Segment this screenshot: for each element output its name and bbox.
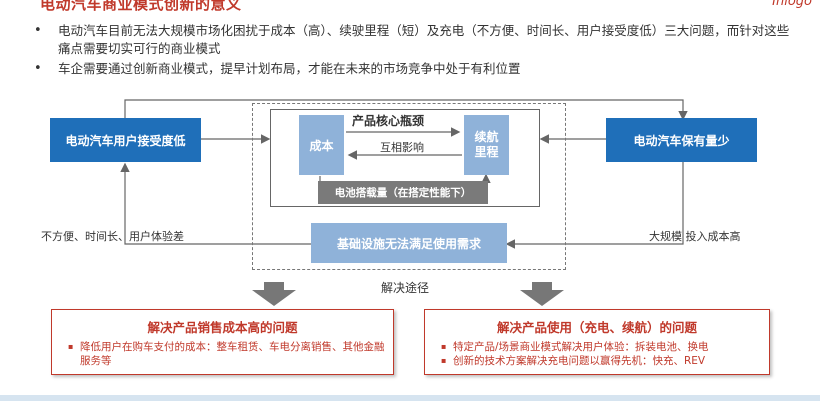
right-to-infra-line [505,162,684,249]
panel-title: 解决产品销售成本高的问题 [147,320,298,335]
battery-capacity-box: 电池搭载量（在搭定性能下） [318,181,488,204]
investment-cost-label: 大规模 投入成本高 [649,230,741,243]
panel-list-item: 降低用户在购车支付的成本：整车租赁、车电分离销售、其他金融服务等 [68,340,393,368]
usage-panel: 解决产品使用（充电、续航）的问题 特定产品/场景商业模式解决用户体验：拆装电池、… [424,309,770,375]
down-arrow-icon [252,282,296,306]
loop-top-line [124,99,688,121]
core-title: 产品核心瓶颈 [352,114,425,128]
core-inner-frame [270,109,540,207]
bullet-list: 电动汽车目前无法大规模市场化困扰于成本（高）、续驶里程（短）及充电（不方便、时间… [32,22,792,78]
infra-to-left-line [120,162,312,245]
mutual-influence-label: 互相影响 [380,141,424,154]
sales-cost-panel: 解决产品销售成本高的问题 降低用户在购车支付的成本：整车租赁、车电分离销售、其他… [51,309,394,375]
page-title: 电动汽车商业模式创新的意义 [40,0,242,13]
brand-logo: Inlogo [772,0,812,9]
cost-box: 成本 [299,115,344,175]
panel-list-item: 创新的技术方案解决充电问题以赢得先机：快充、REV [441,354,769,368]
bullet-item: 车企需要通过创新商业模式，提早计划布局，才能在未来的市场竞争中处于有利位置 [32,60,792,78]
range-box: 续航里程 [464,115,509,175]
footer-rule [0,395,820,401]
solution-path-label: 解决途径 [381,281,430,295]
infrastructure-box: 基础设施无法满足使用需求 [311,223,507,263]
user-experience-label: 不方便、时间长、用户体验差 [41,230,184,243]
down-arrow-icon [520,282,564,306]
panel-list: 降低用户在购车支付的成本：整车租赁、车电分离销售、其他金融服务等 [52,340,393,368]
panel-list: 特定产品/场景商业模式解决用户体验：拆装电池、换电 创新的技术方案解决充电问题以… [425,340,769,368]
user-acceptance-box: 电动汽车用户接受度低 [50,118,201,162]
bullet-item: 电动汽车目前无法大规模市场化困扰于成本（高）、续驶里程（短）及充电（不方便、时间… [32,22,792,58]
vehicle-ownership-box: 电动汽车保有量少 [606,118,757,162]
core-bottleneck-frame [252,103,566,270]
panel-list-item: 特定产品/场景商业模式解决用户体验：拆装电池、换电 [441,340,769,354]
panel-title: 解决产品使用（充电、续航）的问题 [496,320,697,335]
